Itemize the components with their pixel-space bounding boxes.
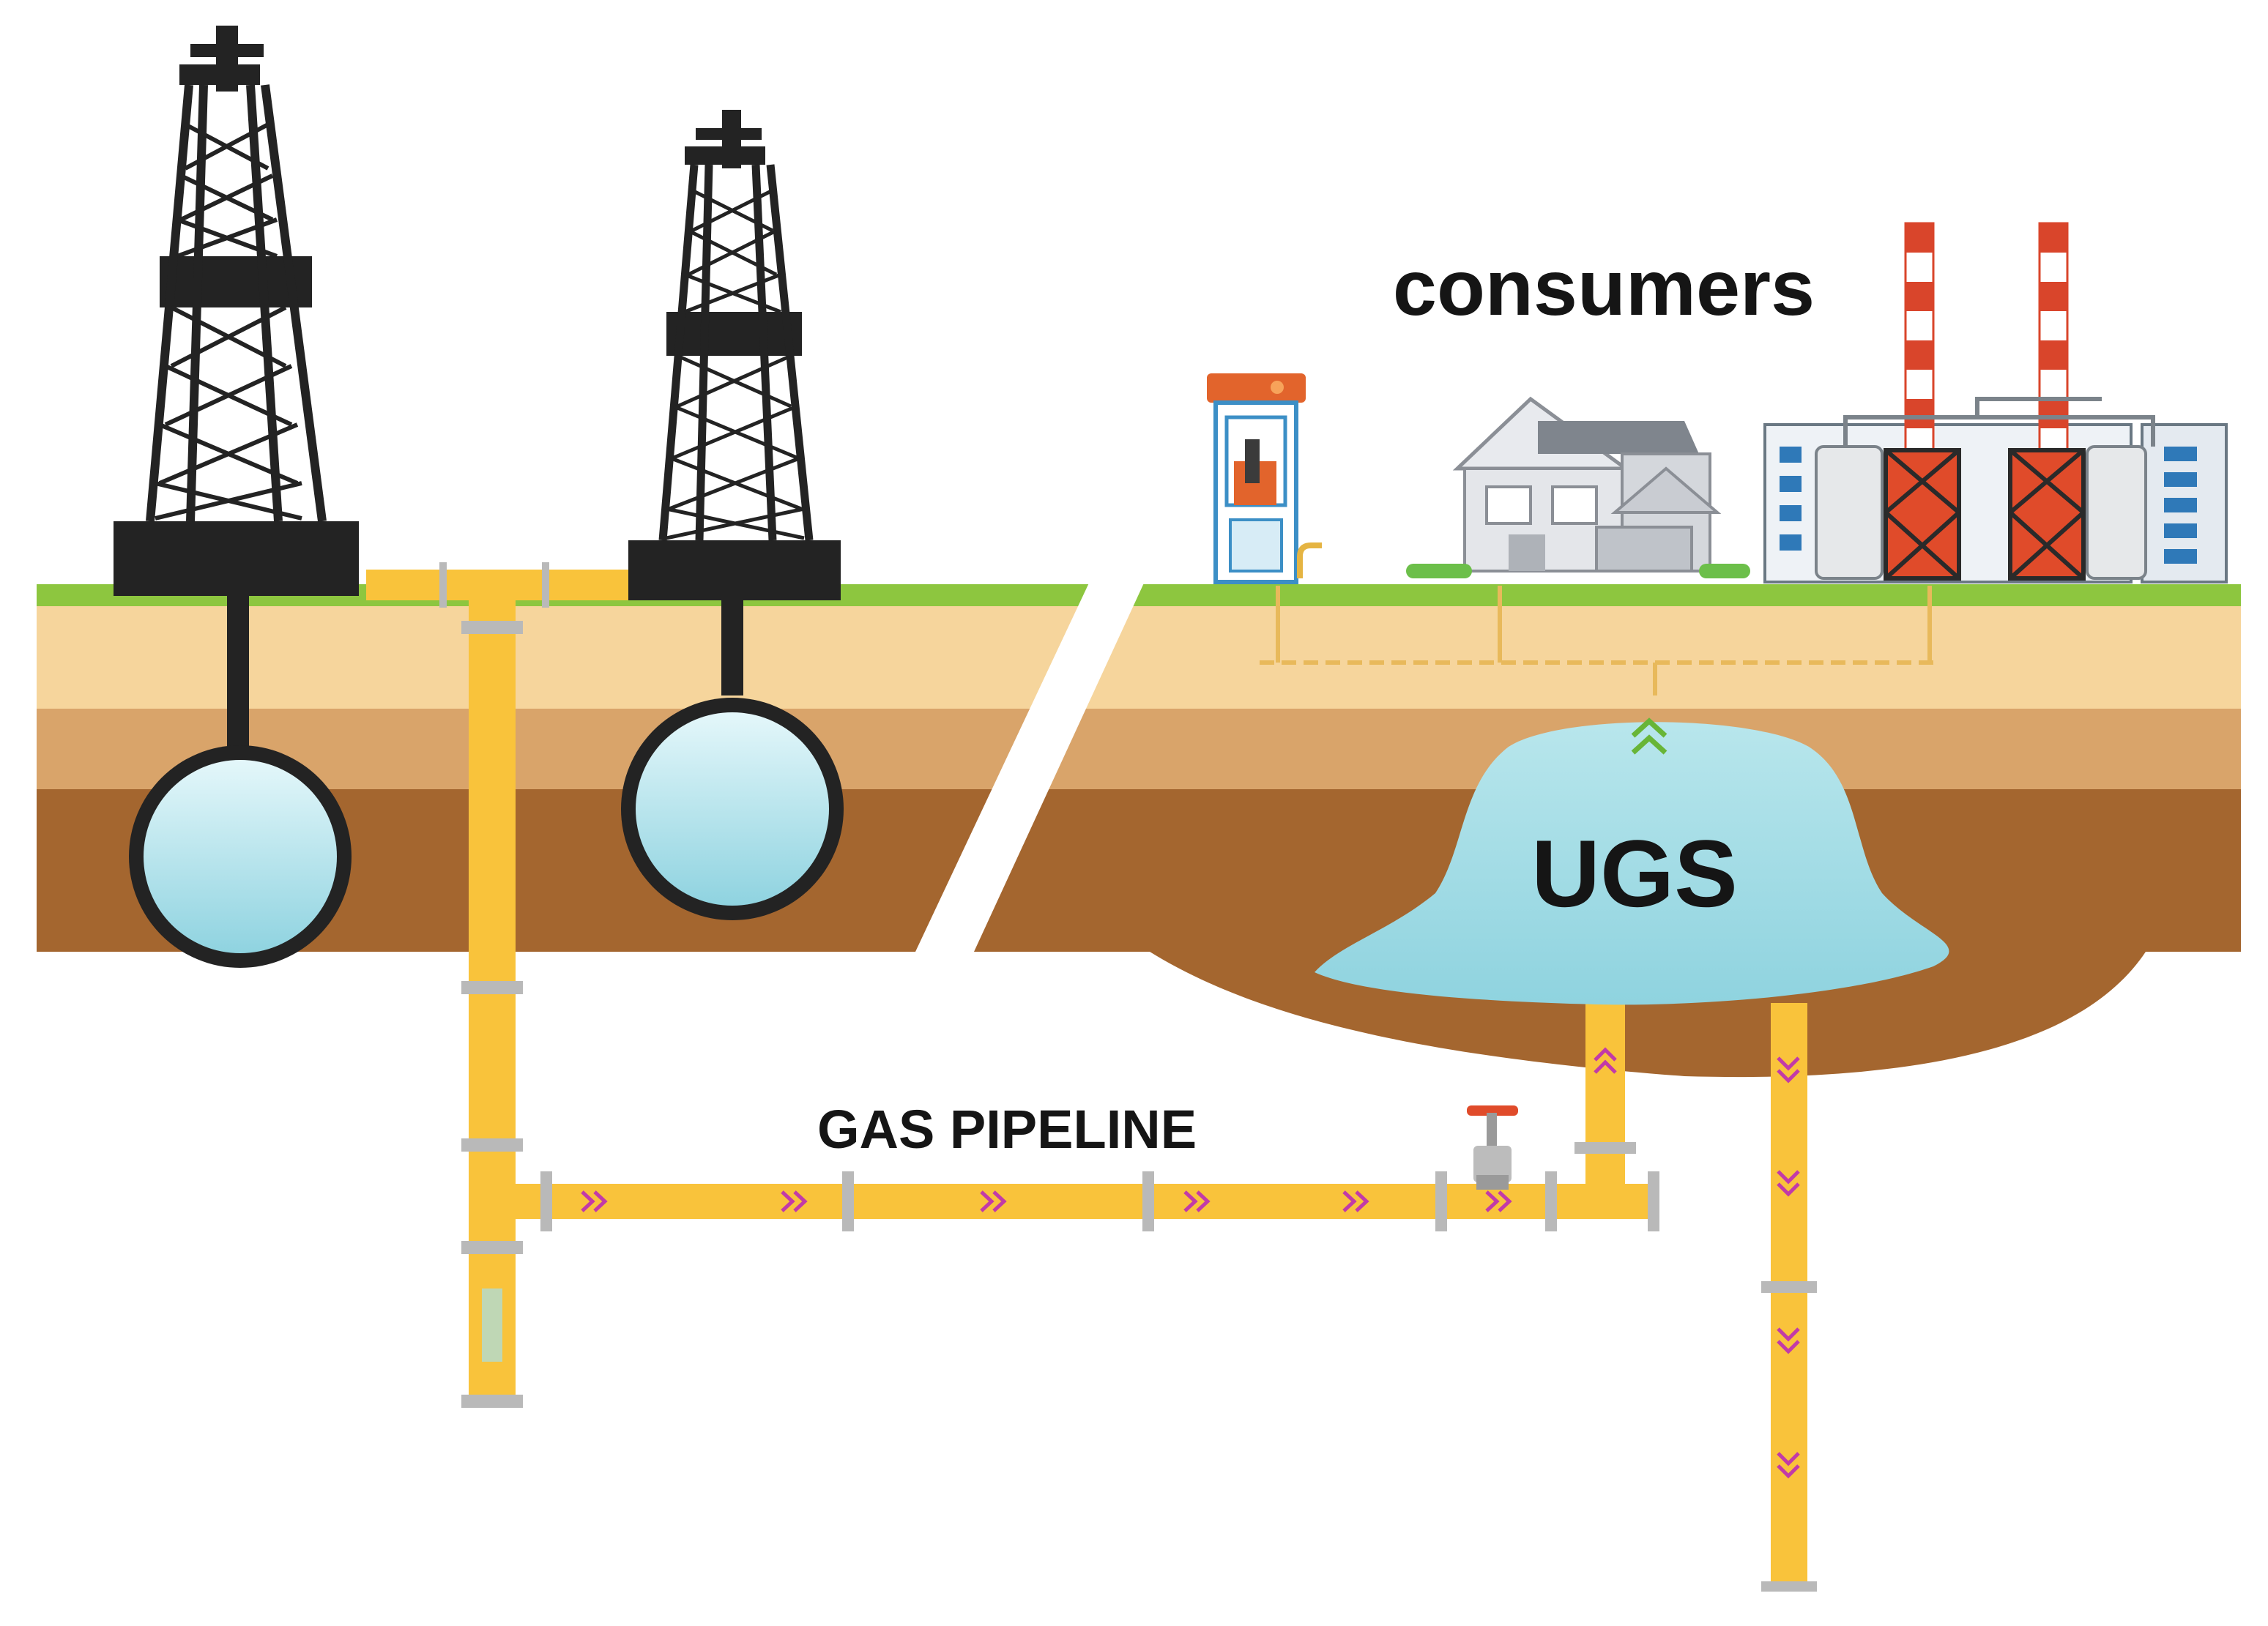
well-right bbox=[621, 593, 844, 920]
well-left bbox=[129, 593, 352, 968]
upward-arrow-icon bbox=[1631, 717, 1667, 755]
consumers-label: consumers bbox=[1393, 243, 1815, 332]
valve-icon bbox=[1467, 1105, 1518, 1190]
gas-station-icon bbox=[1207, 373, 1322, 584]
ugs-storage-dome bbox=[1315, 717, 1949, 1005]
flow-arrows bbox=[581, 1047, 1800, 1479]
ground-cross-section bbox=[37, 584, 2241, 1078]
oil-derrick-icon bbox=[114, 26, 359, 596]
ugs-label: UGS bbox=[1531, 820, 1738, 927]
gas-pipeline-label: GAS PIPELINE bbox=[817, 1099, 1197, 1160]
gas-pipeline-network bbox=[366, 562, 1941, 1592]
house-icon bbox=[1406, 396, 1750, 578]
power-plant-icon bbox=[1763, 222, 2228, 583]
oil-derrick-icon bbox=[628, 110, 841, 600]
